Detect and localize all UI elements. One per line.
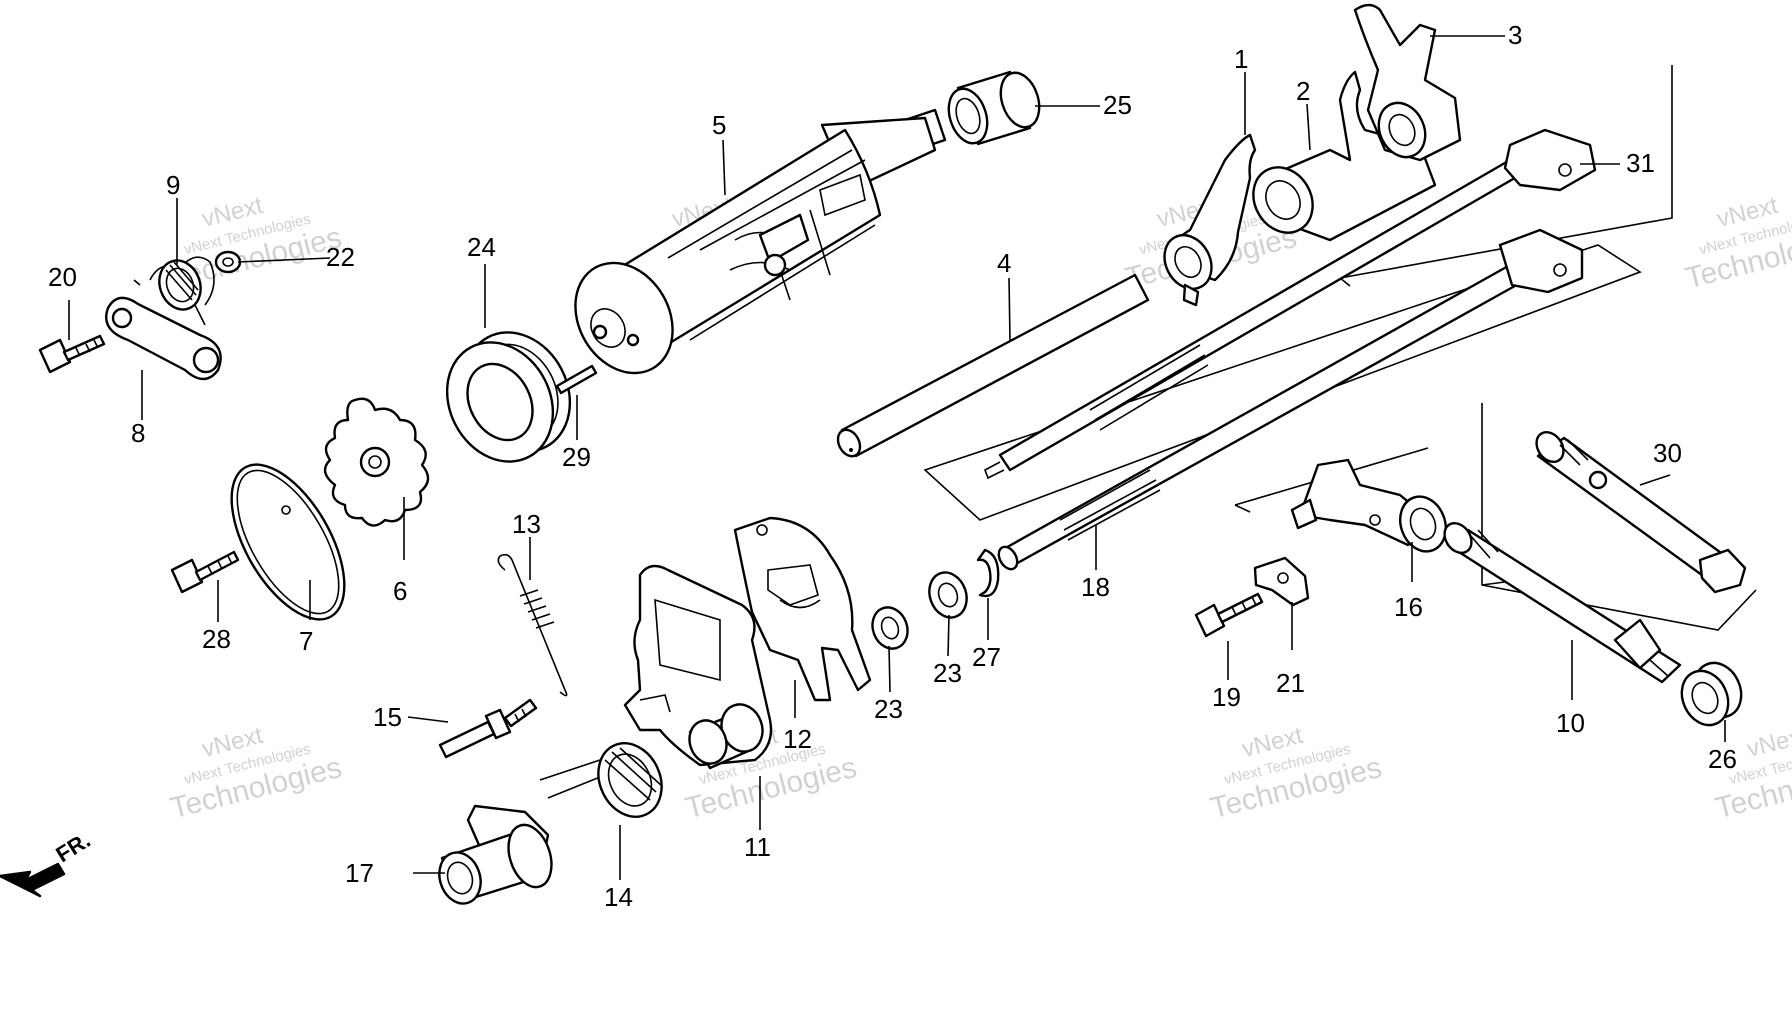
callout-31: 31 — [1626, 148, 1655, 178]
part-1-shift-fork — [1163, 133, 1257, 307]
callout-15: 15 — [373, 702, 402, 732]
callout-4: 4 — [997, 248, 1011, 278]
part-21-clamp — [1253, 556, 1310, 607]
callout-9: 9 — [166, 170, 180, 200]
part-10-gearshift-shaft — [1443, 521, 1682, 684]
callout-22: 22 — [326, 242, 355, 272]
callout-23a: 23 — [874, 694, 903, 724]
callout-26: 26 — [1708, 744, 1737, 774]
part-2-shift-fork — [1252, 70, 1437, 242]
part-18-shift-shaft — [997, 228, 1584, 571]
part-16-shift-arm — [1290, 458, 1447, 553]
part-9-drum-stopper-spring — [133, 256, 215, 326]
callout-2: 2 — [1296, 76, 1310, 106]
callout-17: 17 — [345, 858, 374, 888]
front-direction-label: FR. — [51, 827, 94, 867]
callout-24: 24 — [467, 232, 496, 262]
callout-30: 30 — [1653, 438, 1682, 468]
watermark: vNext vNext Technologies Technologies — [1682, 192, 1792, 295]
callout-6: 6 — [393, 576, 407, 606]
callout-13: 13 — [512, 509, 541, 539]
front-direction-indicator: FR. — [0, 827, 95, 898]
callout-11: 11 — [744, 832, 771, 862]
part-19-bolt — [1194, 592, 1264, 638]
leader-lines — [68, 35, 1726, 880]
part-30-gearshift-spindle — [1535, 430, 1747, 594]
part-29-dowel-pin — [555, 364, 598, 395]
part-5-shift-drum — [574, 108, 947, 375]
part-13-return-spring — [497, 553, 568, 697]
group-frame-shift-spindle — [1481, 403, 1757, 631]
callout-10: 10 — [1556, 708, 1585, 738]
part-25-needle-bearing — [947, 70, 1041, 146]
part-12-ratchet-pawl — [733, 516, 872, 702]
callout-7: 7 — [299, 626, 313, 656]
part-23-washer-a — [871, 606, 909, 650]
callout-1: 1 — [1234, 44, 1248, 74]
callout-29: 29 — [562, 442, 591, 472]
part-17-collar — [438, 804, 553, 905]
part-31-shift-shaft — [984, 128, 1597, 480]
part-24-oil-seal — [445, 331, 572, 463]
callout-18: 18 — [1081, 572, 1110, 602]
part-8-drum-stopper-arm — [105, 296, 222, 381]
part-6-drum-stopper-plate — [323, 397, 430, 527]
part-20-bolt — [38, 334, 106, 374]
part-22-washer — [214, 250, 242, 274]
part-28-bolt — [170, 550, 240, 594]
callout-20: 20 — [48, 262, 77, 292]
part-7-cover — [230, 463, 346, 621]
callout-25: 25 — [1103, 90, 1132, 120]
part-27-circlip — [976, 548, 1000, 598]
group-frame-fork-shafts — [923, 244, 1642, 521]
part-3-shift-fork — [1353, 3, 1462, 162]
part-11-gearshift-plate — [623, 564, 773, 770]
callout-27: 27 — [972, 642, 1001, 672]
callout-3: 3 — [1508, 20, 1522, 50]
callout-21: 21 — [1276, 668, 1305, 698]
part-14-spring — [539, 742, 663, 818]
callout-28: 28 — [202, 624, 231, 654]
callout-numbers: 1 2 3 4 5 6 7 8 9 10 11 12 13 14 15 16 1… — [48, 20, 1737, 912]
part-4-fork-shaft — [836, 273, 1150, 458]
callout-14: 14 — [604, 882, 633, 912]
callout-12: 12 — [783, 724, 812, 754]
part-26-oil-seal — [1680, 661, 1743, 727]
callout-8: 8 — [131, 418, 145, 448]
watermark: vNext vNext Technologies Technologies — [167, 722, 345, 825]
callout-16: 16 — [1394, 592, 1423, 622]
callout-23b: 23 — [933, 658, 962, 688]
callout-19: 19 — [1212, 682, 1241, 712]
callout-5: 5 — [712, 110, 726, 140]
watermark: vNext vNext Technologies Technologies — [1207, 722, 1385, 825]
part-15-stopper-pin — [438, 698, 538, 759]
part-23-washer-b — [928, 571, 968, 619]
